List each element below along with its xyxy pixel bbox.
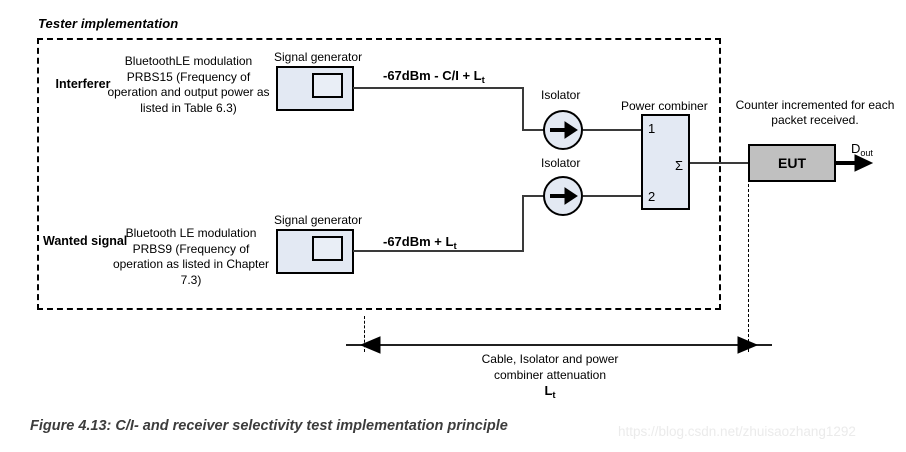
wire-interferer-h2	[522, 129, 546, 132]
eut-output-arrow-icon	[836, 154, 874, 172]
attenuation-symbol: Lt	[420, 383, 680, 401]
signal-generator-2	[276, 229, 354, 274]
signal-generator-1-caption: Signal generator	[274, 50, 363, 64]
wire-isolator1-to-combiner	[583, 129, 643, 132]
dimension-extension-line-right	[748, 184, 749, 352]
interferer-power-text: -67dBm - C/I + L	[383, 68, 482, 83]
attenuation-caption: Cable, Isolator and power combiner atten…	[420, 352, 680, 401]
wanted-signal-description: Bluetooth LE modulation PRBS9 (Frequency…	[112, 226, 270, 287]
eut-counter-note: Counter incremented for each packet rece…	[735, 98, 895, 127]
wire-interferer-h1	[353, 87, 524, 90]
interferer-power-label: -67dBm - C/I + Lt	[383, 68, 485, 86]
signal-generator-screen-icon	[312, 73, 343, 98]
power-combiner: 1 2 Σ	[641, 114, 690, 210]
dout-label: Dout	[851, 141, 873, 158]
isolator-1	[543, 110, 583, 150]
dout-subscript: out	[860, 148, 873, 158]
power-combiner-caption: Power combiner	[621, 99, 708, 113]
dout-text: D	[851, 141, 861, 156]
figure-caption: Figure 4.13: C/I- and receiver selectivi…	[30, 418, 508, 434]
wire-wanted-h1	[353, 250, 524, 253]
dimension-extension-line-left	[364, 316, 365, 352]
wanted-power-text: -67dBm + L	[383, 234, 454, 249]
interferer-power-subscript: t	[481, 75, 485, 86]
combiner-port-1-label: 1	[648, 121, 656, 136]
eut-block: EUT	[748, 144, 836, 182]
watermark-text: https://blog.csdn.net/zhuisaozhang1292	[618, 424, 856, 439]
wire-combiner-to-eut	[690, 162, 750, 165]
wanted-signal-row-label: Wanted signal	[43, 234, 128, 248]
tester-implementation-title: Tester implementation	[38, 16, 179, 31]
wanted-power-subscript: t	[453, 241, 457, 252]
wire-wanted-v1	[522, 195, 525, 252]
interferer-row-label: Interferer	[55, 77, 111, 91]
wanted-signal-power-label: -67dBm + Lt	[383, 234, 457, 252]
interferer-description: BluetoothLE modulation PRBS15 (Frequency…	[107, 54, 270, 115]
tester-boundary-box	[37, 38, 721, 310]
isolator-2	[543, 176, 583, 216]
attenuation-symbol-subscript: t	[552, 390, 556, 401]
signal-generator-2-caption: Signal generator	[274, 213, 363, 227]
isolator-arrow-icon	[550, 121, 578, 139]
attenuation-symbol-text: L	[544, 383, 553, 398]
isolator-2-caption: Isolator	[541, 156, 581, 170]
wire-isolator2-to-combiner	[583, 195, 643, 198]
isolator-1-caption: Isolator	[541, 88, 581, 102]
isolator-arrow-icon	[550, 187, 578, 205]
wire-wanted-h2	[522, 195, 546, 198]
combiner-port-2-label: 2	[648, 189, 656, 204]
dimension-arrow	[346, 336, 772, 354]
combiner-sum-symbol: Σ	[674, 158, 683, 173]
signal-generator-1	[276, 66, 354, 111]
attenuation-line-1: Cable, Isolator and power	[481, 352, 619, 366]
attenuation-line-2: combiner attenuation	[493, 367, 607, 382]
signal-generator-screen-icon	[312, 236, 343, 261]
wire-interferer-v1	[522, 87, 525, 131]
